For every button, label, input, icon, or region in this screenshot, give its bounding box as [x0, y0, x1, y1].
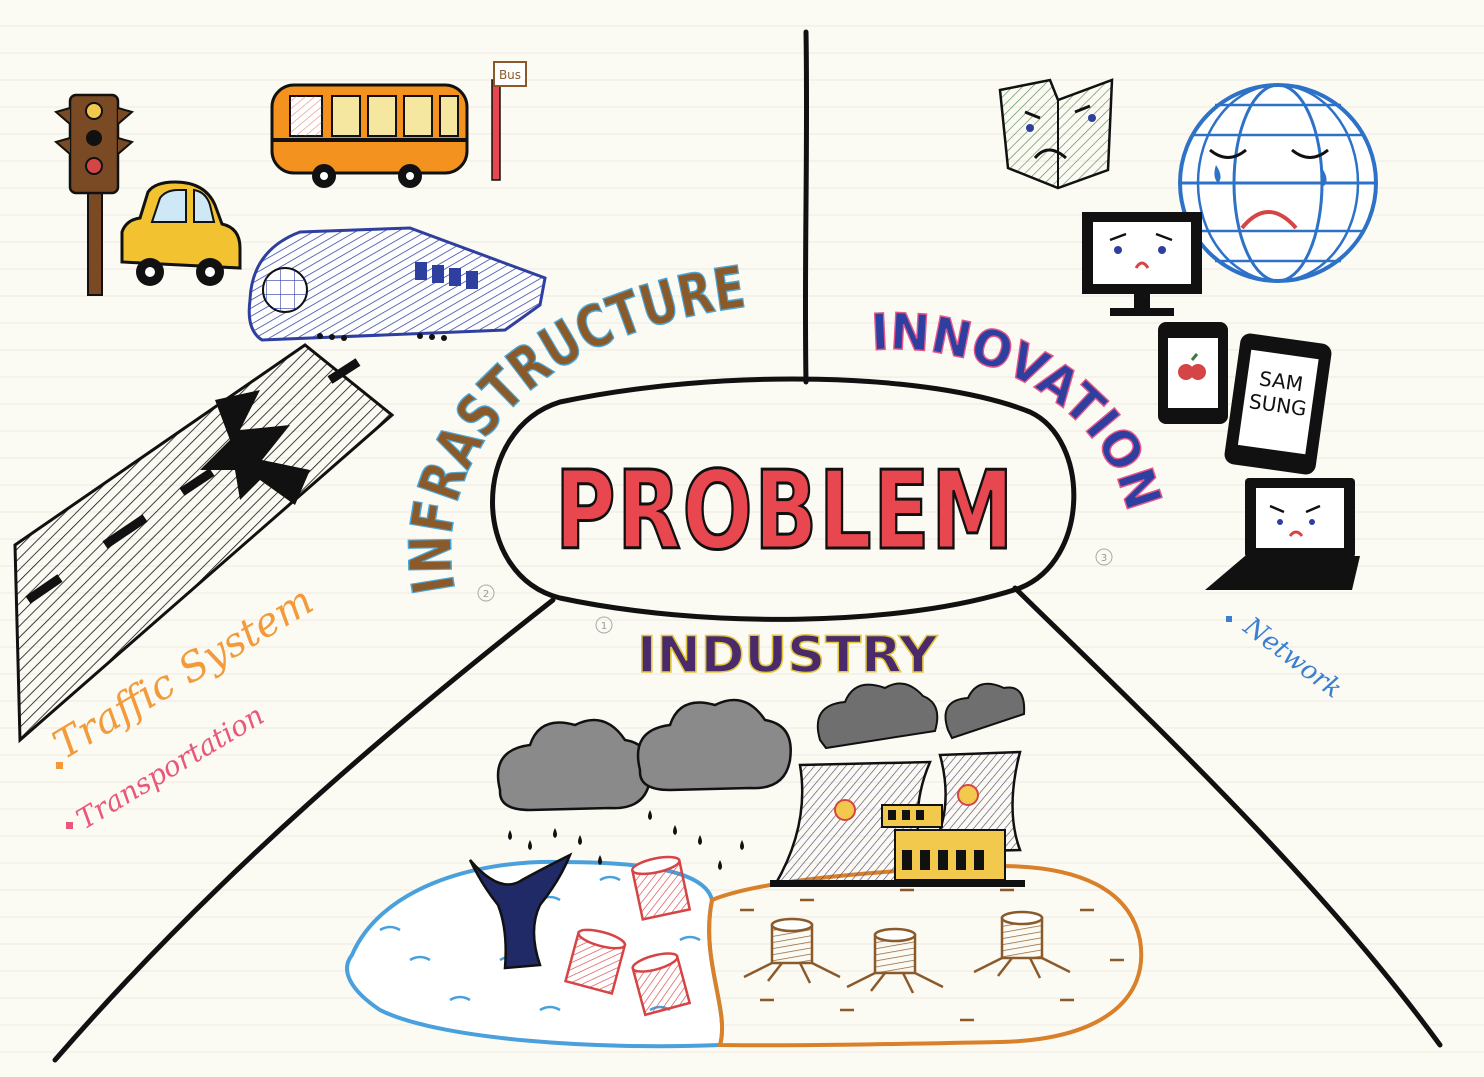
- train-icon: [247, 226, 547, 342]
- crying-monitor-icon: [1082, 212, 1202, 316]
- transportation-bullet: [66, 822, 73, 829]
- traffic-bullet: [56, 762, 63, 769]
- central-ellipse: [490, 376, 1077, 622]
- traffic-light-icon: [53, 93, 135, 296]
- network-bullet: [1226, 616, 1232, 622]
- tree-stump-icon: [743, 910, 1071, 994]
- svg-text:3: 3: [1101, 553, 1107, 564]
- crying-globe-icon: [1178, 83, 1378, 283]
- svg-text:1: 1: [601, 621, 607, 632]
- central-title: PROBLEM: [555, 449, 1015, 574]
- industry-label: INDUSTRY: [637, 626, 938, 684]
- rain-drops: [508, 810, 744, 870]
- branch-number-1: 1: [595, 616, 613, 634]
- sad-book-icon: [998, 78, 1114, 190]
- svg-text:Bus: Bus: [499, 68, 521, 82]
- whale-tail-icon: [468, 852, 573, 970]
- branch-number-3: 3: [1095, 548, 1113, 566]
- rain-cloud-icon: [496, 698, 792, 812]
- bus-icon: [270, 83, 469, 188]
- drum-icon: [564, 855, 692, 1017]
- svg-text:2: 2: [483, 589, 489, 600]
- car-icon: [120, 180, 242, 286]
- crying-laptop-icon: [1205, 478, 1360, 590]
- cracked-road-icon: [13, 343, 395, 744]
- samsung-phone-icon: SAM SUNG: [1224, 333, 1332, 475]
- bus-stop-sign-icon: Bus: [491, 61, 527, 181]
- power-plant-icon: [770, 682, 1026, 887]
- land-dashes: [740, 888, 1124, 1022]
- branch-number-2: 2: [477, 584, 495, 602]
- apple-phone-icon: [1158, 322, 1228, 424]
- divider-lines: [52, 29, 1443, 1063]
